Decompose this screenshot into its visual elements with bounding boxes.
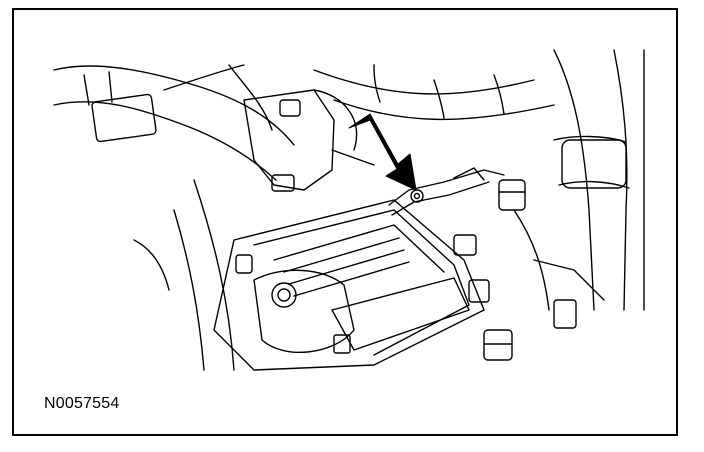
bolts [236, 180, 576, 360]
illustration-frame: N0057554 [12, 8, 678, 436]
pointer-arrow [349, 114, 416, 190]
cover-plate [254, 270, 354, 353]
top-hose [314, 65, 554, 119]
upper-bracket [244, 90, 374, 191]
engine-component-line-drawing [14, 10, 676, 390]
right-hose [554, 50, 644, 310]
upper-left-hose [54, 65, 294, 180]
module-housing [214, 200, 484, 370]
ground-strap-connector [389, 168, 504, 215]
lower-structure [134, 180, 604, 370]
figure-id-label: N0057554 [44, 395, 120, 412]
